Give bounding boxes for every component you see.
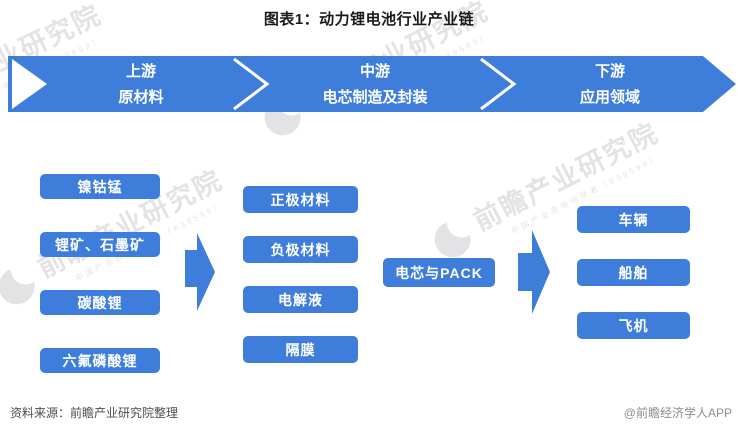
- midstream-item-box: 负极材料: [243, 236, 358, 263]
- upstream-item-box: 碳酸锂: [40, 290, 160, 315]
- banner-start-chevron-icon: [12, 59, 47, 109]
- upstream-column: 镍钴锰锂矿、石墨矿碳酸锂六氟磷酸锂: [40, 174, 160, 373]
- midstream-column: 正极材料负极材料电解液隔膜: [243, 186, 358, 363]
- banner-band: [8, 56, 736, 112]
- app-credit: @前瞻经济学人APP: [623, 406, 732, 420]
- process-banner: [8, 56, 736, 112]
- segment-line1: 中游: [359, 63, 390, 80]
- downstream-item-box: 车辆: [577, 206, 690, 233]
- upstream-item-box: 锂矿、石墨矿: [40, 232, 160, 257]
- right-arrow-icon: [518, 230, 550, 314]
- segment-line1: 上游: [125, 63, 156, 80]
- downstream-item-box: 船舶: [577, 259, 690, 286]
- watermark-logo-icon: [428, 215, 477, 264]
- source-note: 资料来源：前瞻产业研究院整理: [10, 406, 179, 420]
- segment-line1: 下游: [594, 63, 625, 80]
- midstream-item-box: 电解液: [243, 286, 358, 313]
- banner-segment-upstream: 上游 原材料: [56, 59, 226, 111]
- midstream-item-box: 正极材料: [243, 186, 358, 213]
- segment-line2: 应用领域: [579, 89, 640, 106]
- right-arrow-icon: [185, 233, 215, 311]
- banner-separator-icon: [480, 57, 517, 111]
- banner-segment-midstream: 中游 电芯制造及封装: [285, 59, 465, 111]
- chart-title: 图表1：动力锂电池行业产业链: [263, 11, 475, 28]
- upstream-item-box: 镍钴锰: [40, 174, 160, 199]
- midstream-item-box: 隔膜: [243, 336, 358, 363]
- downstream-column: 车辆船舶飞机: [577, 206, 690, 339]
- banner-separator-icon: [233, 57, 270, 111]
- cell-pack-box: 电芯与PACK: [383, 258, 495, 287]
- upstream-item-box: 六氟磷酸锂: [40, 348, 160, 373]
- segment-line2: 电芯制造及封装: [322, 89, 428, 106]
- downstream-item-box: 飞机: [577, 312, 690, 339]
- banner-segment-downstream: 下游 应用领域: [525, 59, 695, 111]
- watermark-logo-icon: [0, 262, 41, 311]
- segment-line2: 原材料: [118, 89, 164, 106]
